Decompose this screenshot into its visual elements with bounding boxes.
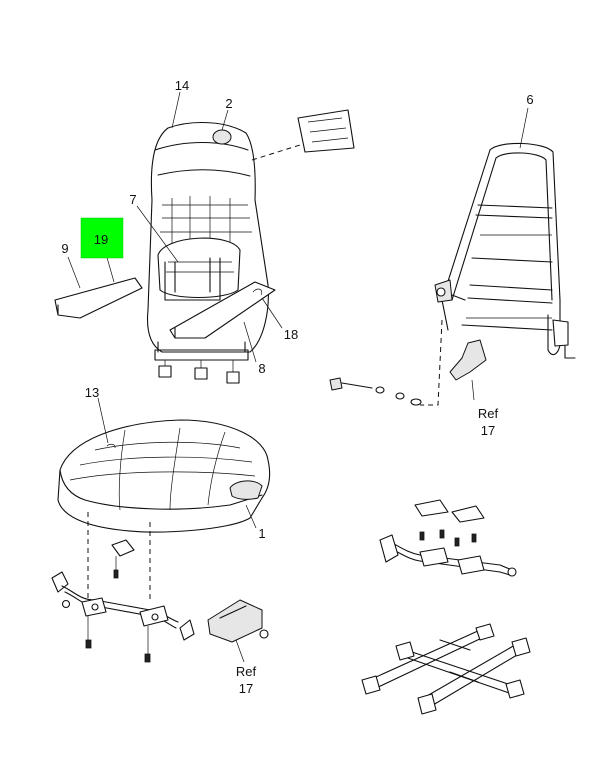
leader-lines (67, 91, 529, 529)
armrest-right (169, 281, 276, 339)
seat-riser (361, 623, 531, 715)
slide-adjuster-handle (207, 599, 263, 643)
callout-18: 18 (284, 327, 298, 342)
armrest-left (54, 277, 143, 319)
seat-back-frame (434, 142, 576, 359)
callout-1: 1 (258, 526, 265, 541)
callout-9: 9 (61, 241, 68, 256)
lumbar-pad (157, 237, 241, 299)
callout-13: 13 (85, 385, 99, 400)
ref-17-lower-line1: Ref (236, 664, 257, 679)
seat-pan-hardware (51, 539, 269, 663)
callout-19: 19 (94, 232, 108, 247)
seat-back-assembly (54, 122, 276, 384)
callout-2: 2 (225, 96, 232, 111)
headrest-knob (212, 129, 232, 145)
ref-17-upper-line2: 17 (481, 423, 495, 438)
bolt-and-washers (329, 377, 422, 406)
ref-17-lower-line2: 17 (239, 681, 253, 696)
ref-17-upper-line1: Ref (478, 406, 499, 421)
callout-labels: 14 2 6 7 19 9 18 8 13 1 Ref 17 Ref 17 (61, 78, 533, 696)
callout-8: 8 (258, 361, 265, 376)
slider-subassembly (379, 499, 517, 577)
seat-cushion (57, 419, 271, 533)
callout-14: 14 (175, 78, 189, 93)
callout-7: 7 (129, 192, 136, 207)
highlight-box-19 (80, 217, 124, 259)
recline-lever (449, 339, 487, 381)
callout-6: 6 (526, 92, 533, 107)
headrest-cover-panel (297, 109, 355, 153)
